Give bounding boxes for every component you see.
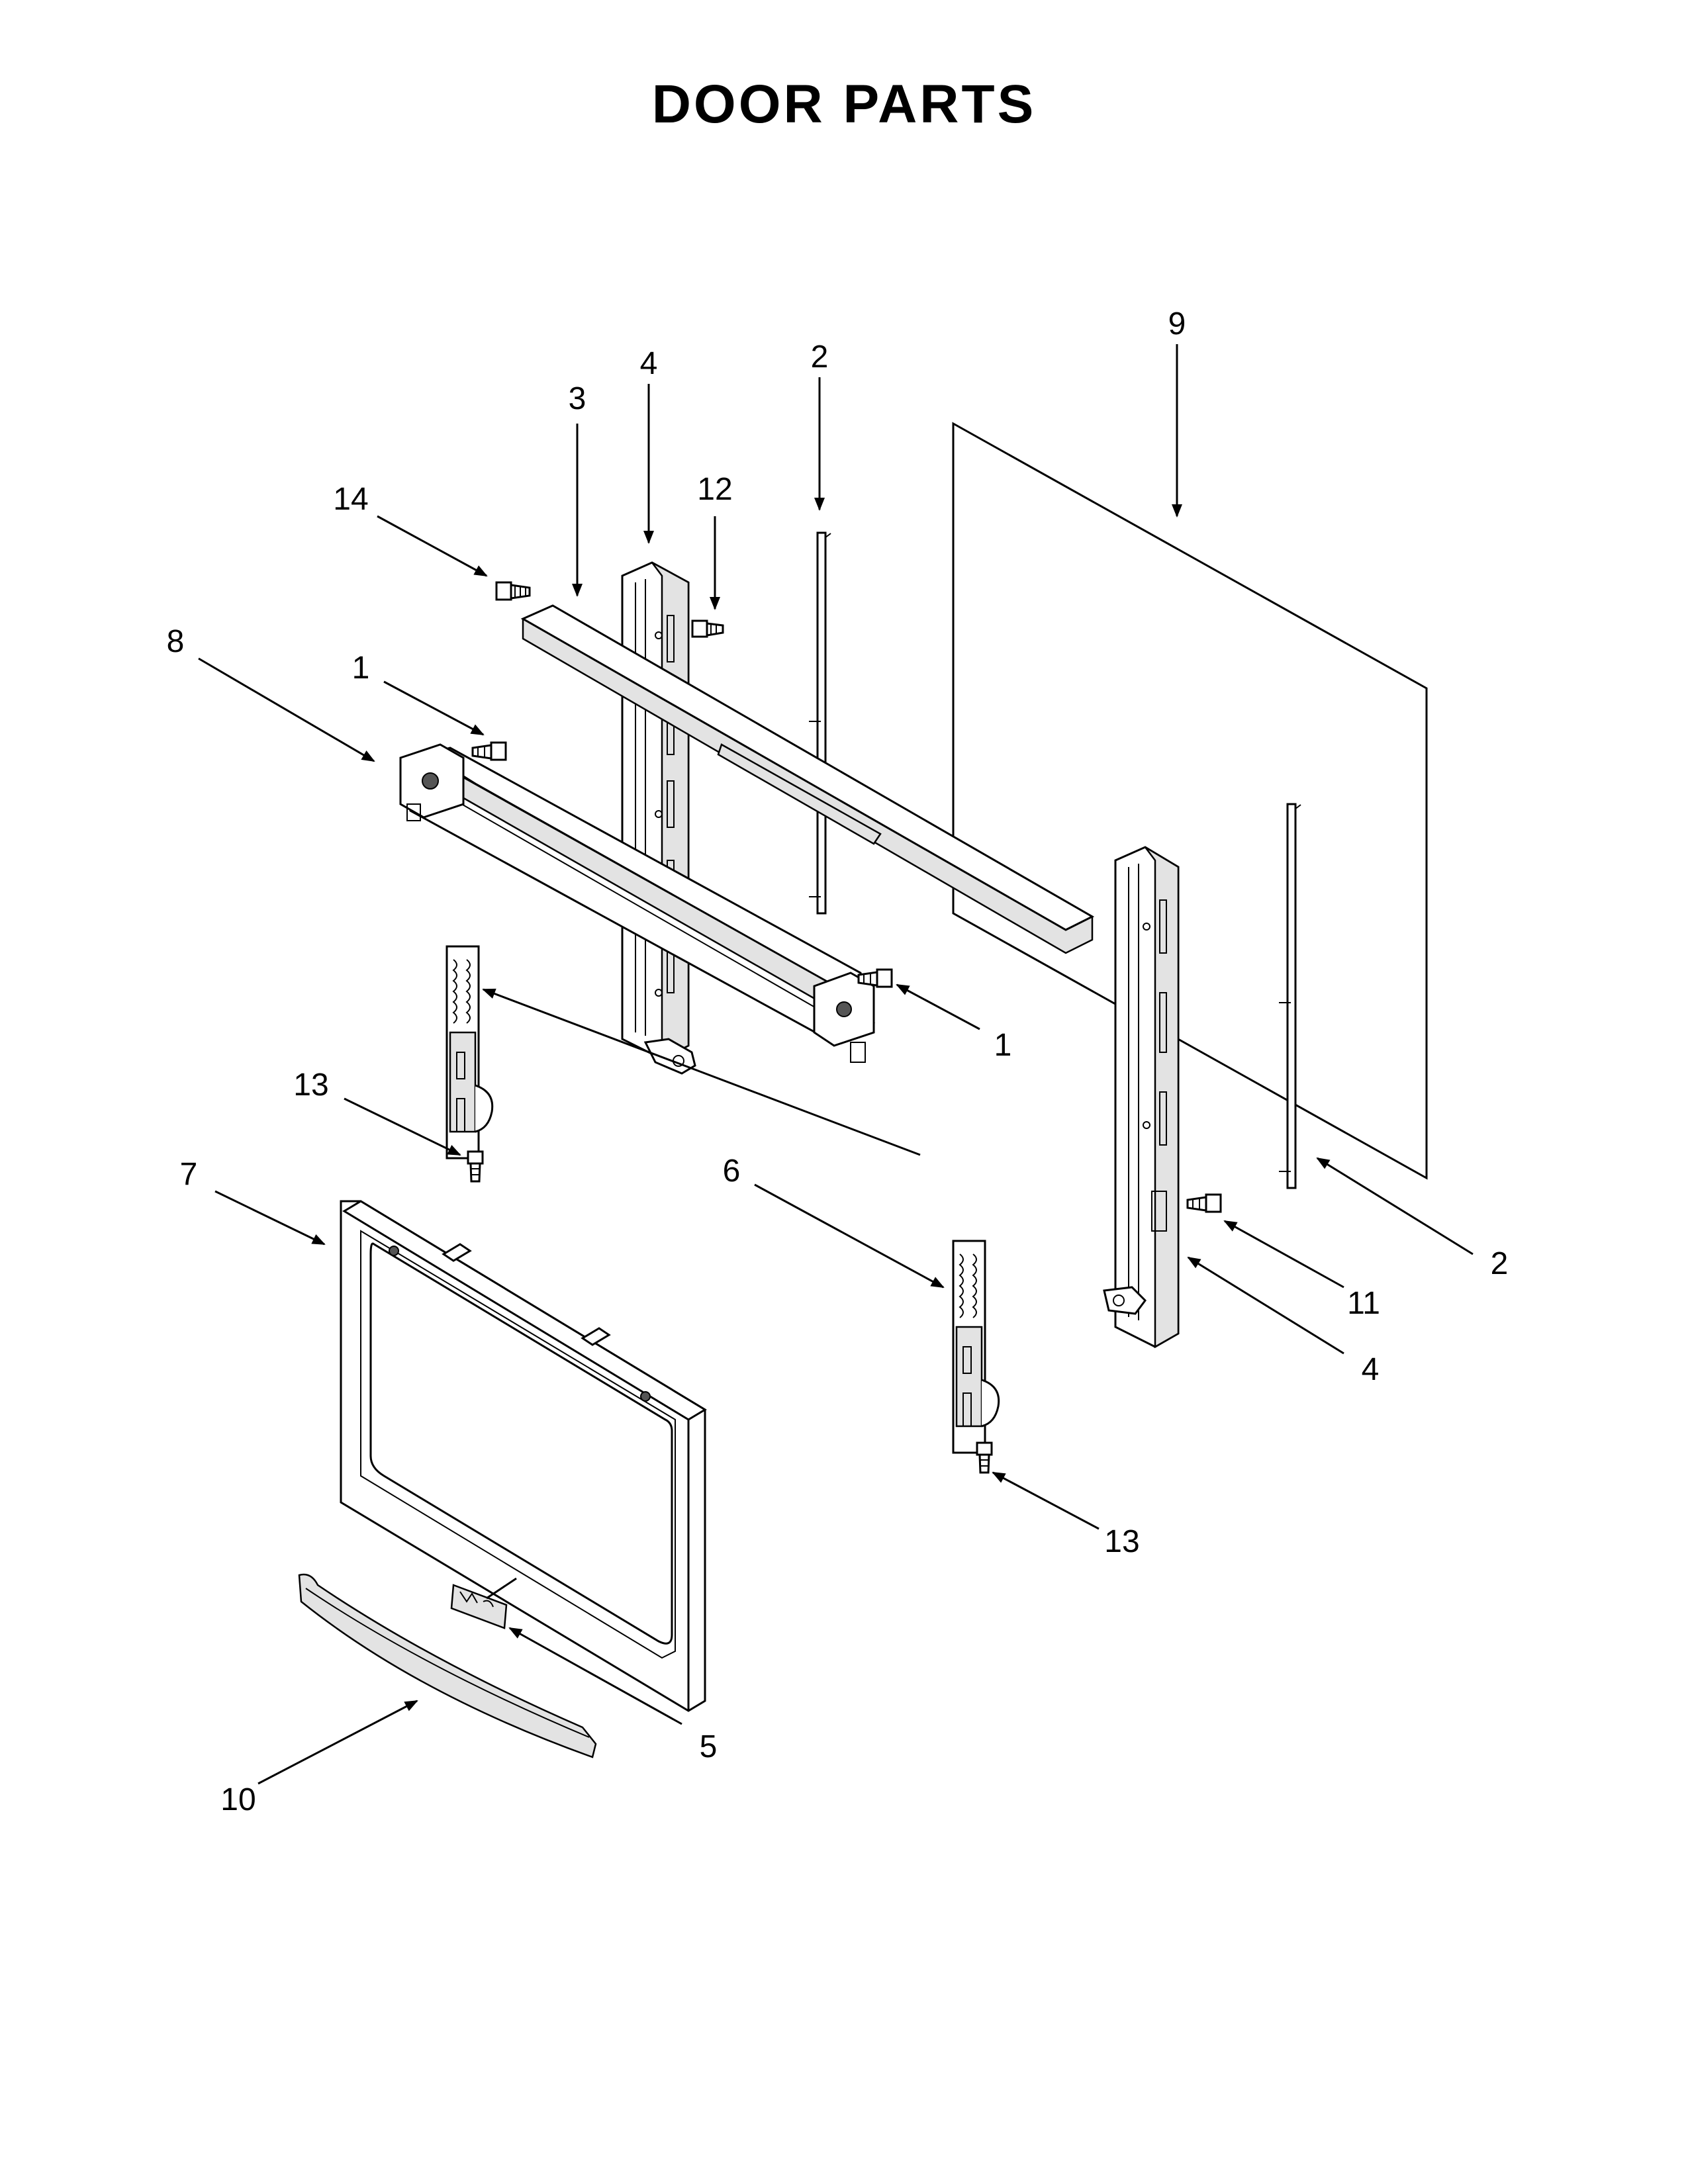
- brand-badge: [450, 1577, 517, 1629]
- callout-5: 5: [700, 1729, 718, 1764]
- door-channel-right: [1103, 846, 1180, 1349]
- callout-1-top: 1: [352, 651, 370, 686]
- outer-door-panel: [340, 1200, 707, 1712]
- callout-3: 3: [569, 381, 586, 416]
- callout-10: 10: [220, 1782, 256, 1817]
- callout-4-right: 4: [1362, 1352, 1380, 1387]
- callout-1-right: 1: [994, 1028, 1012, 1063]
- screw-11: [1186, 1193, 1222, 1213]
- screw-12: [691, 619, 724, 638]
- callout-2-top: 2: [811, 340, 829, 375]
- callout-12: 12: [697, 472, 732, 507]
- callout-8: 8: [167, 624, 185, 659]
- callout-labels: 9 2 4 3 12 14 8 1 1 13 6 7 2 11 4 13 5 1…: [167, 306, 1509, 1817]
- callout-6: 6: [723, 1154, 741, 1189]
- callout-13-right: 13: [1104, 1524, 1139, 1559]
- callout-4-top: 4: [640, 346, 658, 381]
- callout-7: 7: [180, 1157, 198, 1192]
- leader-lines: [198, 344, 1474, 1785]
- door-hinge-left: [445, 945, 494, 1160]
- screw-13-upper: [467, 1150, 484, 1183]
- door-handle: [298, 1573, 597, 1758]
- door-cross-rail: [399, 743, 875, 1063]
- callout-9: 9: [1168, 306, 1186, 341]
- page-title: DOOR PARTS: [652, 74, 1037, 134]
- callout-11: 11: [1347, 1286, 1380, 1321]
- callout-2-right: 2: [1491, 1246, 1509, 1281]
- door-channel-left: [621, 561, 696, 1075]
- door-hinge-right: [952, 1240, 1000, 1454]
- screw-1-upper: [471, 741, 507, 761]
- callout-13-left: 13: [293, 1068, 328, 1103]
- screw-13-lower: [976, 1441, 993, 1474]
- glass-retainer-strip-lower: [1279, 803, 1301, 1189]
- screw-1-lower: [857, 968, 893, 988]
- door-top-trim: [520, 604, 1095, 954]
- callout-14: 14: [333, 482, 368, 517]
- screw-14: [495, 581, 531, 601]
- glass-panel: [952, 422, 1428, 1180]
- glass-retainer-strip-upper: [809, 531, 831, 915]
